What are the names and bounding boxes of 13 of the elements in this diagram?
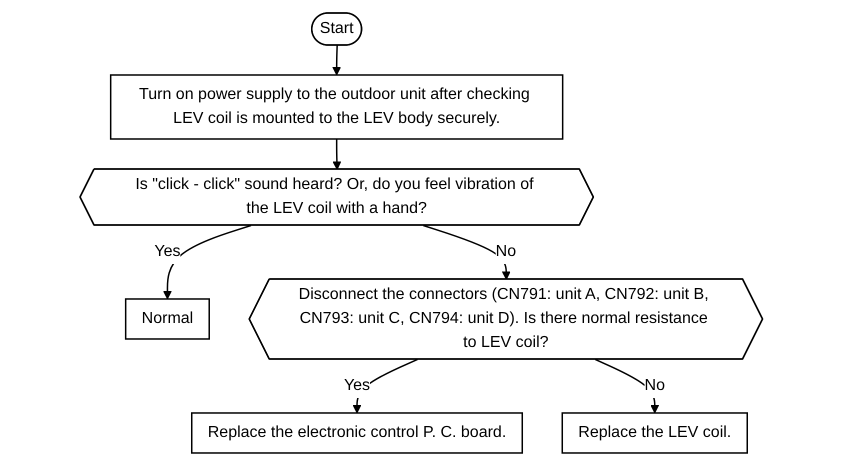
node-box: Normal — [125, 298, 210, 340]
edge-label: No — [644, 376, 666, 394]
edge-label: Yes — [154, 242, 181, 260]
arrow — [595, 358, 660, 414]
node-box: Replace the electronic control P. C. board. — [191, 412, 524, 454]
node-box: Replace the LEV coil. — [562, 412, 748, 454]
arrow — [332, 139, 342, 170]
arrow — [332, 45, 342, 76]
arrow — [163, 224, 252, 300]
node-box: Turn on power supply to the outdoor unit after checking LEV coil is mounted to the LEV body securely. — [110, 74, 564, 140]
edge-label: Yes — [344, 376, 370, 394]
edge-label: No — [496, 242, 516, 260]
arrow — [423, 224, 511, 280]
